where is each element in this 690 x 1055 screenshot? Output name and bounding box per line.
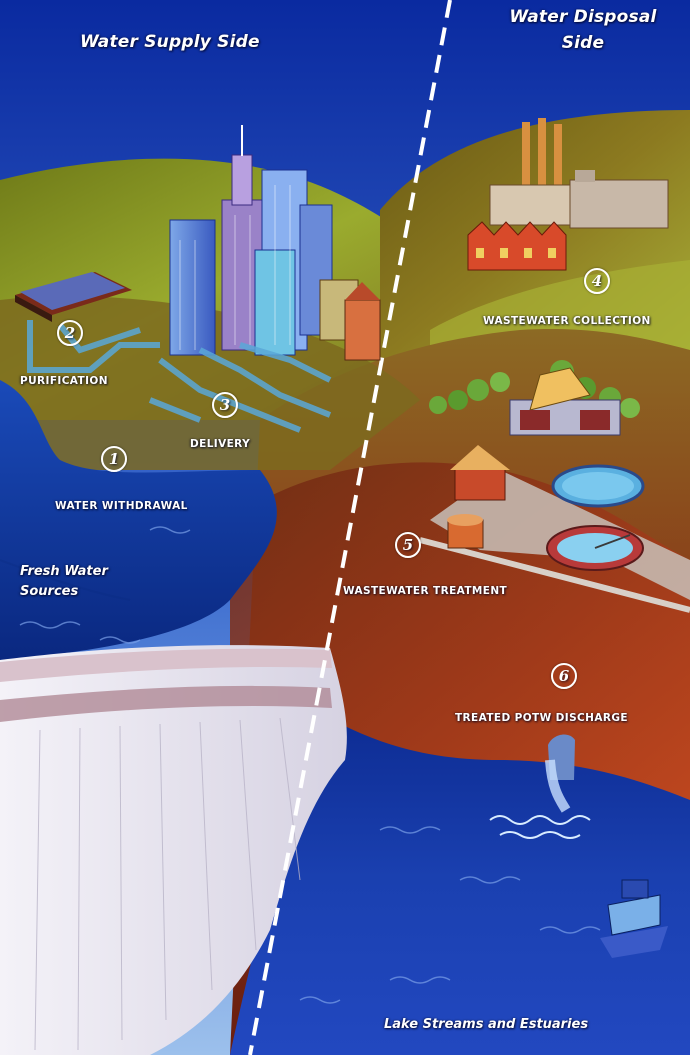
delivery-pipes <box>27 320 332 433</box>
step-6-label: TREATED POTW DISCHARGE <box>455 712 628 724</box>
factory <box>467 118 669 271</box>
discharge-outfall <box>489 734 591 839</box>
step-4-number: 4 <box>584 268 610 294</box>
supply-side-heading: Water Supply Side <box>80 32 260 52</box>
step-5-number: 5 <box>395 532 421 558</box>
step-4-label: WASTEWATER COLLECTION <box>483 315 651 327</box>
treatment-building <box>509 367 621 436</box>
step-3-label: DELIVERY <box>190 438 251 450</box>
step-2-number: 2 <box>57 320 83 346</box>
step-1-number: 1 <box>101 446 127 472</box>
step-1-label: WATER WITHDRAWAL <box>55 500 188 512</box>
city-buildings <box>169 125 381 361</box>
purification-plant <box>15 272 132 322</box>
step-5-label: WASTEWATER TREATMENT <box>343 585 508 597</box>
lake-label: Lake Streams and Estuaries <box>384 1017 589 1032</box>
step-6-number: 6 <box>551 663 577 689</box>
step-3-number: 3 <box>212 392 238 418</box>
step-2-label: PURIFICATION <box>20 375 108 387</box>
disposal-side-heading: Water Disposal Side <box>509 7 657 53</box>
fresh-water-label: Fresh Water Sources <box>20 564 108 599</box>
treatment-plant <box>419 445 690 613</box>
boat <box>600 879 668 958</box>
